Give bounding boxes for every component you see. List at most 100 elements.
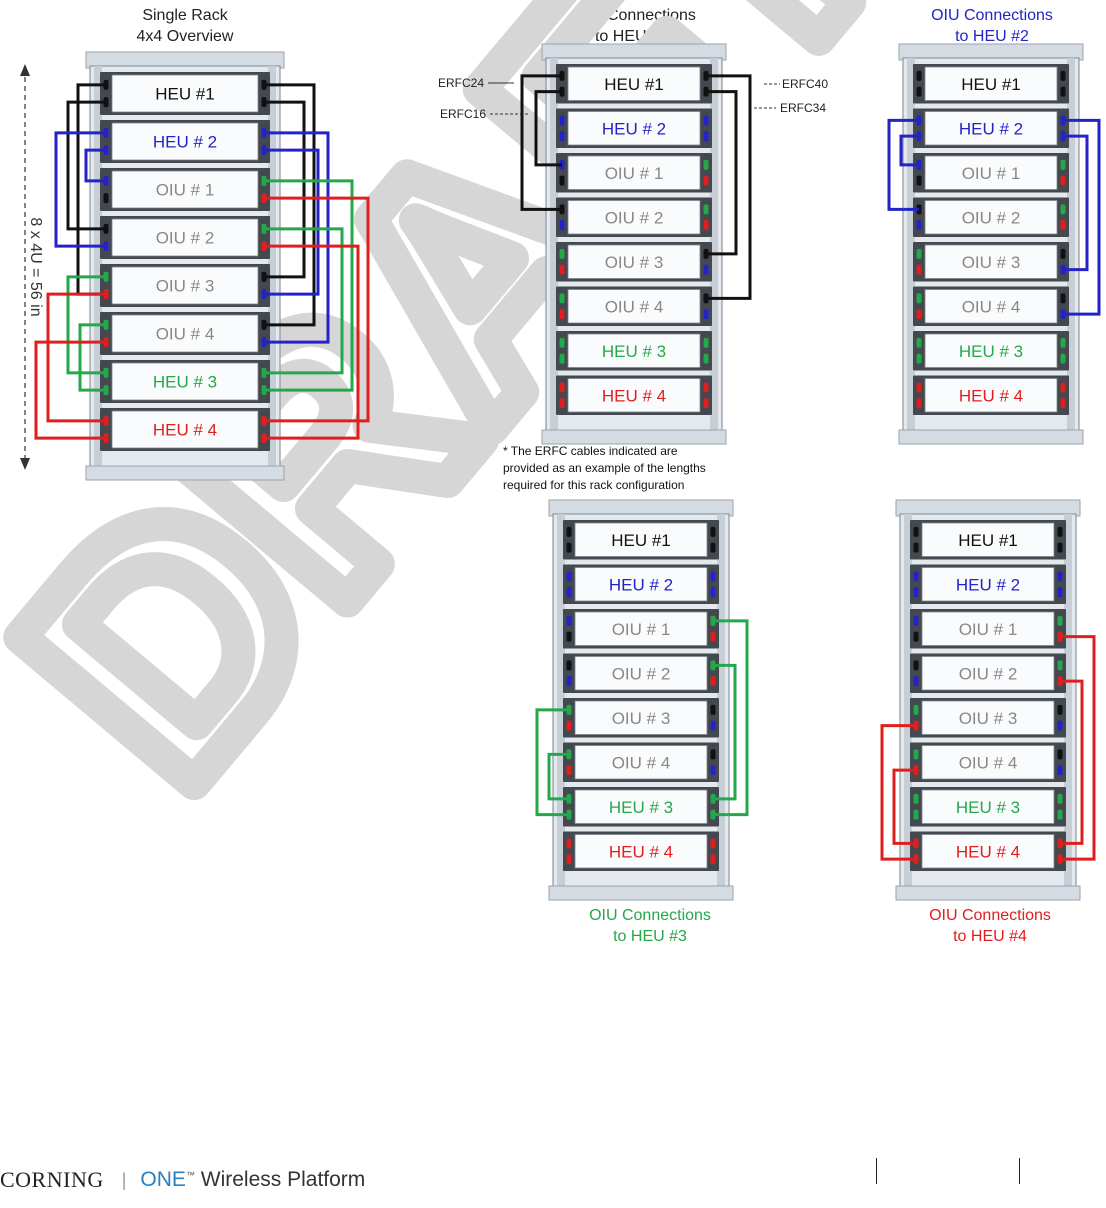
port-connector [703, 175, 709, 186]
port-connector [1057, 542, 1063, 553]
unit-label-3: OIU # 1 [612, 620, 671, 639]
heu3-panel-title: OIU Connections to HEU #3 [570, 905, 730, 947]
product-tm: ™ [185, 1170, 195, 1180]
port-connector [1060, 86, 1066, 97]
overview-cable-heu3 [78, 323, 106, 392]
port-connector [566, 587, 572, 598]
unit-label-6: OIU # 4 [605, 297, 664, 316]
port-connector [1057, 660, 1063, 671]
unit-faceplate [567, 378, 701, 413]
unit-label-5: OIU # 3 [959, 709, 1018, 728]
port-connector [710, 838, 716, 849]
overview-cable-heu3 [264, 227, 344, 375]
heu2-cable [1063, 118, 1101, 316]
port-connector [710, 854, 716, 865]
product-rest: Wireless Platform [194, 1168, 366, 1191]
port-connector [1060, 70, 1066, 81]
unit-faceplate [111, 266, 259, 305]
unit-label-4: OIU # 2 [612, 664, 671, 683]
port-connector [703, 353, 709, 364]
unit-faceplate [111, 170, 259, 209]
rack-post-right [268, 66, 276, 468]
unit-label-8: HEU # 4 [956, 842, 1020, 861]
port-connector [703, 220, 709, 231]
port-connector [1057, 793, 1063, 804]
unit-faceplate [921, 522, 1055, 557]
port-connector [913, 526, 919, 537]
footnote-line3: required for this rack configuration [503, 478, 685, 492]
footer-divider-1 [876, 1158, 877, 1184]
port-connector [913, 660, 919, 671]
port-connector [566, 720, 572, 731]
footnote-line2: provided as an example of the lengths [503, 461, 706, 475]
unit-label-7: HEU # 3 [956, 798, 1020, 817]
port-connector [703, 382, 709, 393]
heu4-cable [892, 768, 916, 845]
heu2-cable [899, 134, 919, 167]
port-connector [1060, 204, 1066, 215]
port-connector [566, 526, 572, 537]
port-connector [1057, 615, 1063, 626]
heu1-cable-erfc40 [706, 74, 752, 300]
unit-label-1: HEU #1 [611, 531, 671, 550]
port-connector [1060, 382, 1066, 393]
port-connector [559, 353, 565, 364]
unit-label-7: HEU # 3 [602, 342, 666, 361]
port-connector [1057, 587, 1063, 598]
rack-post-right [1067, 58, 1075, 432]
cable-label-erfc34: ERFC34 [780, 101, 826, 115]
overview-title-line2: 4x4 Overview [136, 28, 234, 45]
unit-label-8: HEU # 4 [153, 421, 217, 440]
port-connector [1057, 704, 1063, 715]
port-connector [1057, 526, 1063, 537]
port-connector [913, 571, 919, 582]
port-connector [566, 660, 572, 671]
port-connector [710, 749, 716, 760]
port-connector [1060, 248, 1066, 259]
unit-label-4: OIU # 2 [156, 229, 215, 248]
port-connector [1057, 720, 1063, 731]
unit-faceplate [924, 155, 1058, 190]
port-connector [559, 131, 565, 142]
port-connector [703, 398, 709, 409]
heu1-title-line2: to HEU #1* [594, 28, 676, 45]
port-connector [710, 587, 716, 598]
unit-faceplate [574, 567, 708, 602]
heu3-cable [535, 708, 569, 817]
port-connector [913, 587, 919, 598]
unit-label-1: HEU #1 [961, 75, 1021, 94]
port-connector [703, 159, 709, 170]
heu2-title-line2: to HEU #2 [955, 28, 1029, 45]
overview-title-line1: Single Rack [142, 7, 228, 24]
port-connector [1060, 337, 1066, 348]
unit-faceplate [574, 656, 708, 691]
port-connector [916, 264, 922, 275]
overview-cable-heu1 [264, 83, 316, 327]
unit-faceplate [111, 362, 259, 401]
port-connector [913, 631, 919, 642]
unit-faceplate [921, 834, 1055, 869]
port-connector [559, 382, 565, 393]
cable-label-erfc16: ERFC16 [440, 107, 486, 121]
footnote-line1: * The ERFC cables indicated are [503, 444, 678, 458]
unit-faceplate [924, 333, 1058, 368]
port-connector [1057, 809, 1063, 820]
unit-faceplate [567, 244, 701, 279]
port-connector [1060, 175, 1066, 186]
unit-faceplate [567, 66, 701, 101]
unit-faceplate [921, 611, 1055, 646]
dimension-label: 8 x 4U = 56 in [27, 217, 44, 316]
unit-faceplate [567, 200, 701, 235]
corning-logo: CORNING [0, 1167, 104, 1192]
heu4-title-line1: OIU Connections [929, 907, 1051, 924]
unit-faceplate [111, 218, 259, 257]
heu1-cable-erfc34 [706, 90, 738, 256]
overview-cable-heu2 [54, 131, 106, 248]
port-connector [710, 542, 716, 553]
port-connector [1060, 220, 1066, 231]
port-connector [566, 838, 572, 849]
port-connector [1057, 765, 1063, 776]
rack-base [85, 465, 285, 481]
